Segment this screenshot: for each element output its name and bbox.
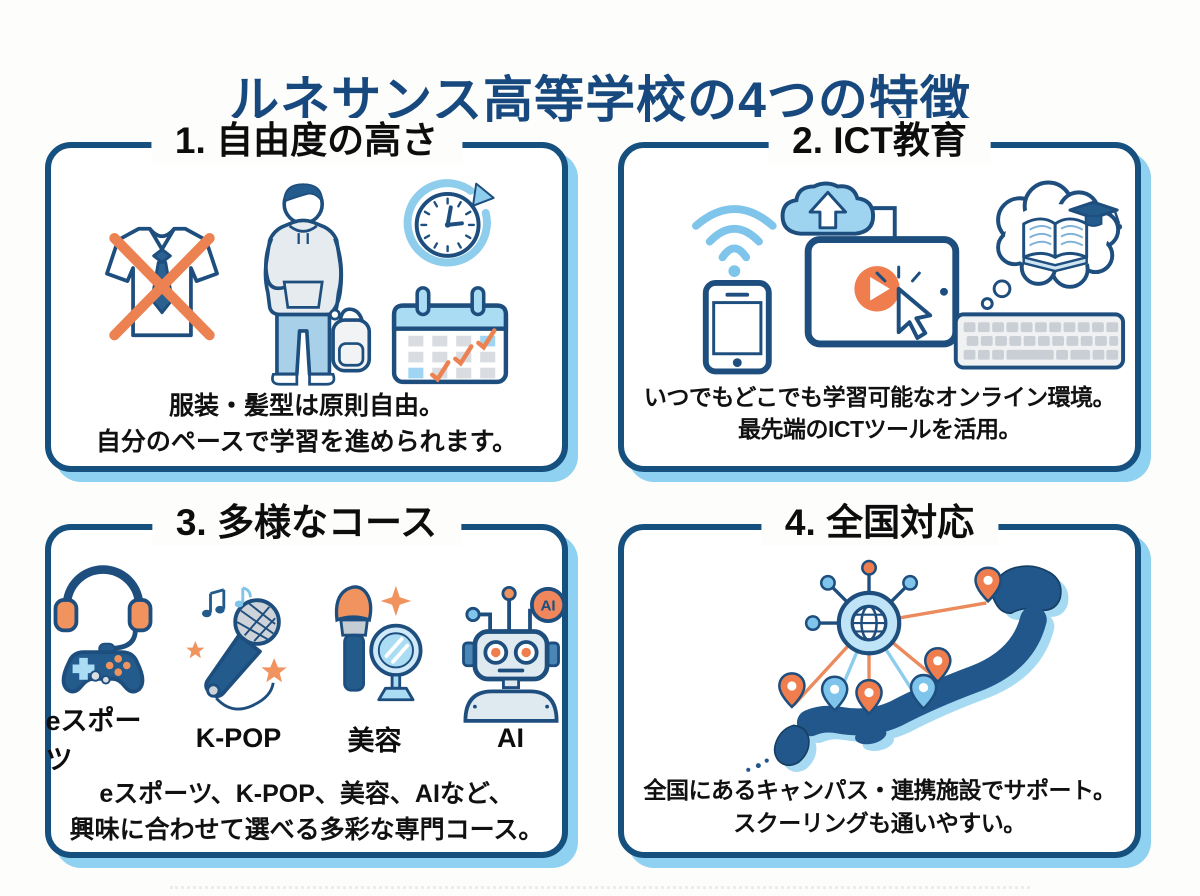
course-esports: eスポーツ: [46, 556, 160, 777]
card-freedom: 1. 自由度の高さ: [45, 118, 568, 472]
japan-map-icon: [746, 565, 1062, 772]
kpop-mic-icon: [185, 585, 287, 710]
beauty-icon: [334, 584, 422, 701]
ai-badge-label: AI: [540, 597, 555, 614]
card-nationwide-title: 4. 全国対応: [760, 500, 999, 547]
course-label-esports: eスポーツ: [45, 706, 142, 775]
course-label-beauty: 美容: [347, 725, 402, 756]
ict-illustration: [692, 180, 1126, 375]
wifi-icon: [692, 205, 777, 278]
casual-student-icon: [263, 182, 371, 386]
cloud-upload-icon: [780, 181, 876, 237]
location-pin-icons: [778, 566, 1002, 716]
card-nationwide-desc: 全国にあるキャンパス・連携施設でサポート。スクーリングも通いやすい。: [643, 777, 1116, 836]
tablet-video-icon: [804, 236, 960, 348]
cursor-icon: [875, 266, 933, 341]
bottom-dotted-divider: [170, 886, 1030, 889]
keyboard-icon: [953, 312, 1126, 370]
schedule-calendar-icon: [391, 286, 508, 385]
japan-map-illustration: [746, 559, 1069, 772]
card-nationwide: 4. 全国対応: [618, 500, 1141, 858]
flexible-time-clock-icon: [403, 179, 495, 267]
no-uniform-icon: [104, 226, 219, 340]
esports-icon: [53, 565, 152, 694]
card-ict-desc: いつでもどこでも学習可能なオンライン環境。最先端のICTツールを活用。: [643, 383, 1116, 443]
card-courses-desc: eスポーツ、K-POP、美容、AIなど、興味に合わせて選べる多彩な専門コース。: [69, 780, 544, 844]
study-thought-bubble-icon: [980, 180, 1123, 311]
card-courses: 3. 多様なコース eスポーツ: [45, 500, 568, 858]
ai-robot-icon: AI: [461, 585, 566, 723]
card-courses-title: 3. 多様なコース: [151, 500, 462, 547]
card-ict: 2. ICT教育: [618, 118, 1141, 472]
card-freedom-title: 1. 自由度の高さ: [150, 118, 463, 165]
card-freedom-desc: 服装・髪型は原則自由。自分のペースで学習を進められます。: [95, 392, 518, 456]
course-ai: AI AI: [454, 580, 568, 754]
course-beauty: 美容: [318, 576, 432, 758]
course-kpop: K-POP: [182, 580, 296, 754]
course-label-kpop: K-POP: [195, 722, 282, 753]
network-globe-icon: [804, 559, 919, 656]
card-ict-title: 2. ICT教育: [768, 118, 991, 165]
smartphone-icon: [702, 280, 772, 375]
course-label-ai: AI: [497, 722, 524, 753]
